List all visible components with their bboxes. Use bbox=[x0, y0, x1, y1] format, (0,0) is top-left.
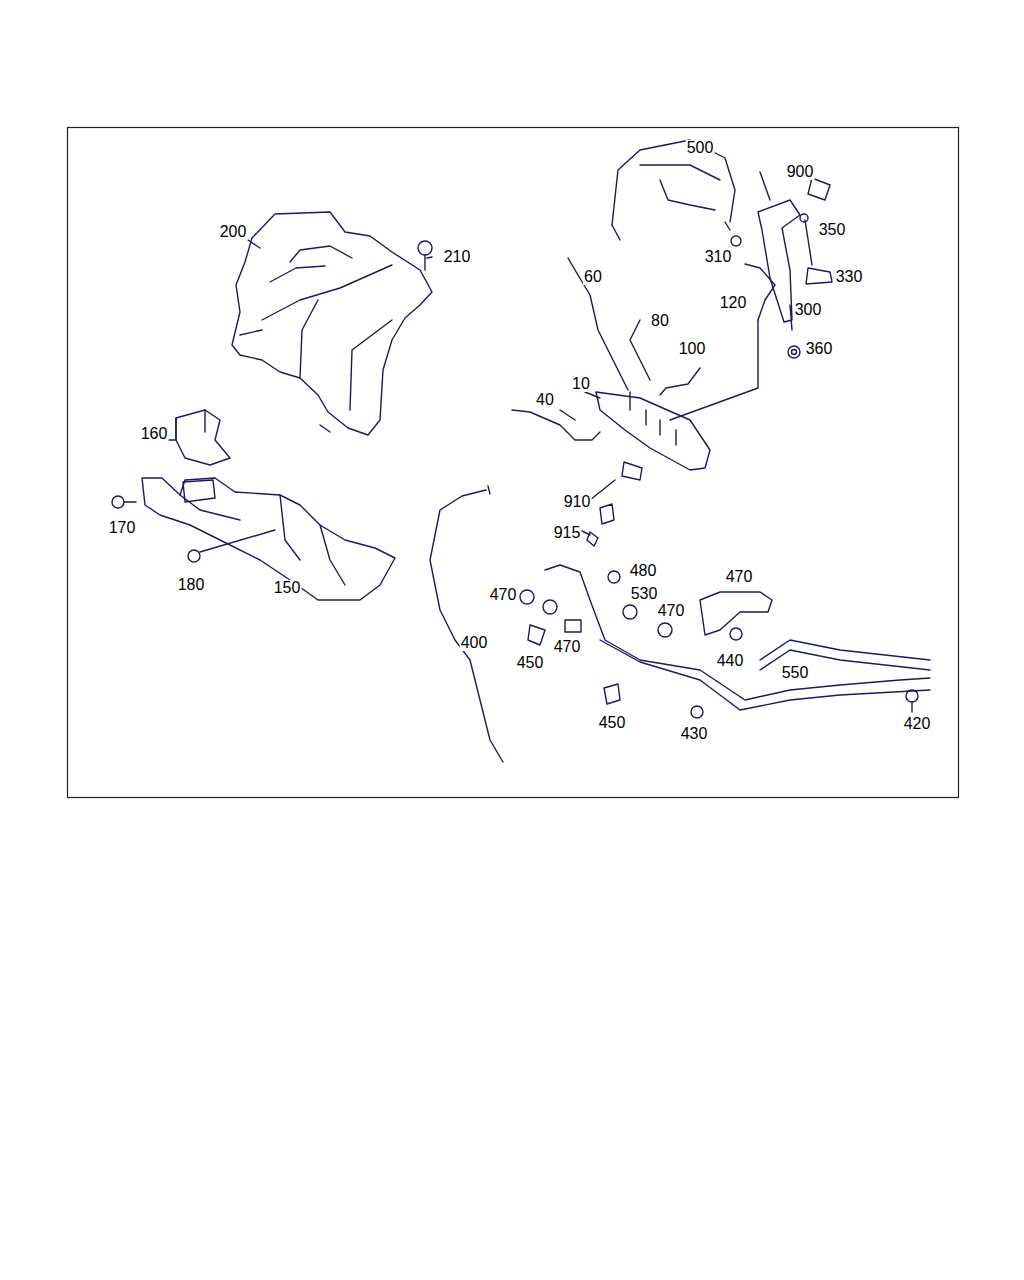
callout-number: 480 bbox=[629, 563, 658, 579]
callout-number: 420 bbox=[903, 716, 932, 732]
callout-number: 500 bbox=[686, 140, 715, 156]
callout-number: 40 bbox=[535, 392, 555, 408]
nut bbox=[188, 550, 200, 562]
callout-number: 450 bbox=[516, 655, 545, 671]
callout-number: 450 bbox=[598, 715, 627, 731]
callout-number: 160 bbox=[140, 426, 169, 442]
frame bbox=[68, 128, 959, 798]
callout-number: 915 bbox=[553, 525, 582, 541]
callout-number: 120 bbox=[719, 295, 748, 311]
callout-number: 350 bbox=[818, 222, 847, 238]
callout-number: 170 bbox=[108, 520, 137, 536]
callout-number: 470 bbox=[657, 603, 686, 619]
callout-number: 210 bbox=[443, 249, 472, 265]
callout-number: 910 bbox=[563, 494, 592, 510]
callout-number: 310 bbox=[704, 249, 733, 265]
mount-block bbox=[176, 410, 230, 465]
fuel-rail bbox=[596, 392, 710, 470]
callout-number: 180 bbox=[177, 577, 206, 593]
bolt bbox=[112, 496, 124, 508]
callout-number: 360 bbox=[805, 341, 834, 357]
callout-number: 530 bbox=[630, 586, 659, 602]
callout-number: 100 bbox=[678, 341, 707, 357]
callout-number: 400 bbox=[460, 635, 489, 651]
callout-number: 300 bbox=[794, 302, 823, 318]
callout-number: 60 bbox=[583, 269, 603, 285]
bracket bbox=[142, 478, 395, 600]
callout-number: 470 bbox=[489, 587, 518, 603]
fuel-line bbox=[430, 490, 503, 762]
callout-number: 80 bbox=[650, 313, 670, 329]
callout-number: 900 bbox=[786, 164, 815, 180]
wiring-harness bbox=[612, 140, 735, 225]
engine-cover bbox=[232, 212, 432, 435]
callout-number: 470 bbox=[725, 569, 754, 585]
callout-number: 10 bbox=[571, 376, 591, 392]
callout-number: 550 bbox=[781, 665, 810, 681]
callout-number: 200 bbox=[219, 224, 248, 240]
callout-number: 150 bbox=[273, 580, 302, 596]
callout-number: 330 bbox=[835, 269, 864, 285]
clip bbox=[418, 241, 432, 255]
callout-number: 440 bbox=[716, 653, 745, 669]
callout-number: 470 bbox=[553, 639, 582, 655]
callout-number: 430 bbox=[680, 726, 709, 742]
